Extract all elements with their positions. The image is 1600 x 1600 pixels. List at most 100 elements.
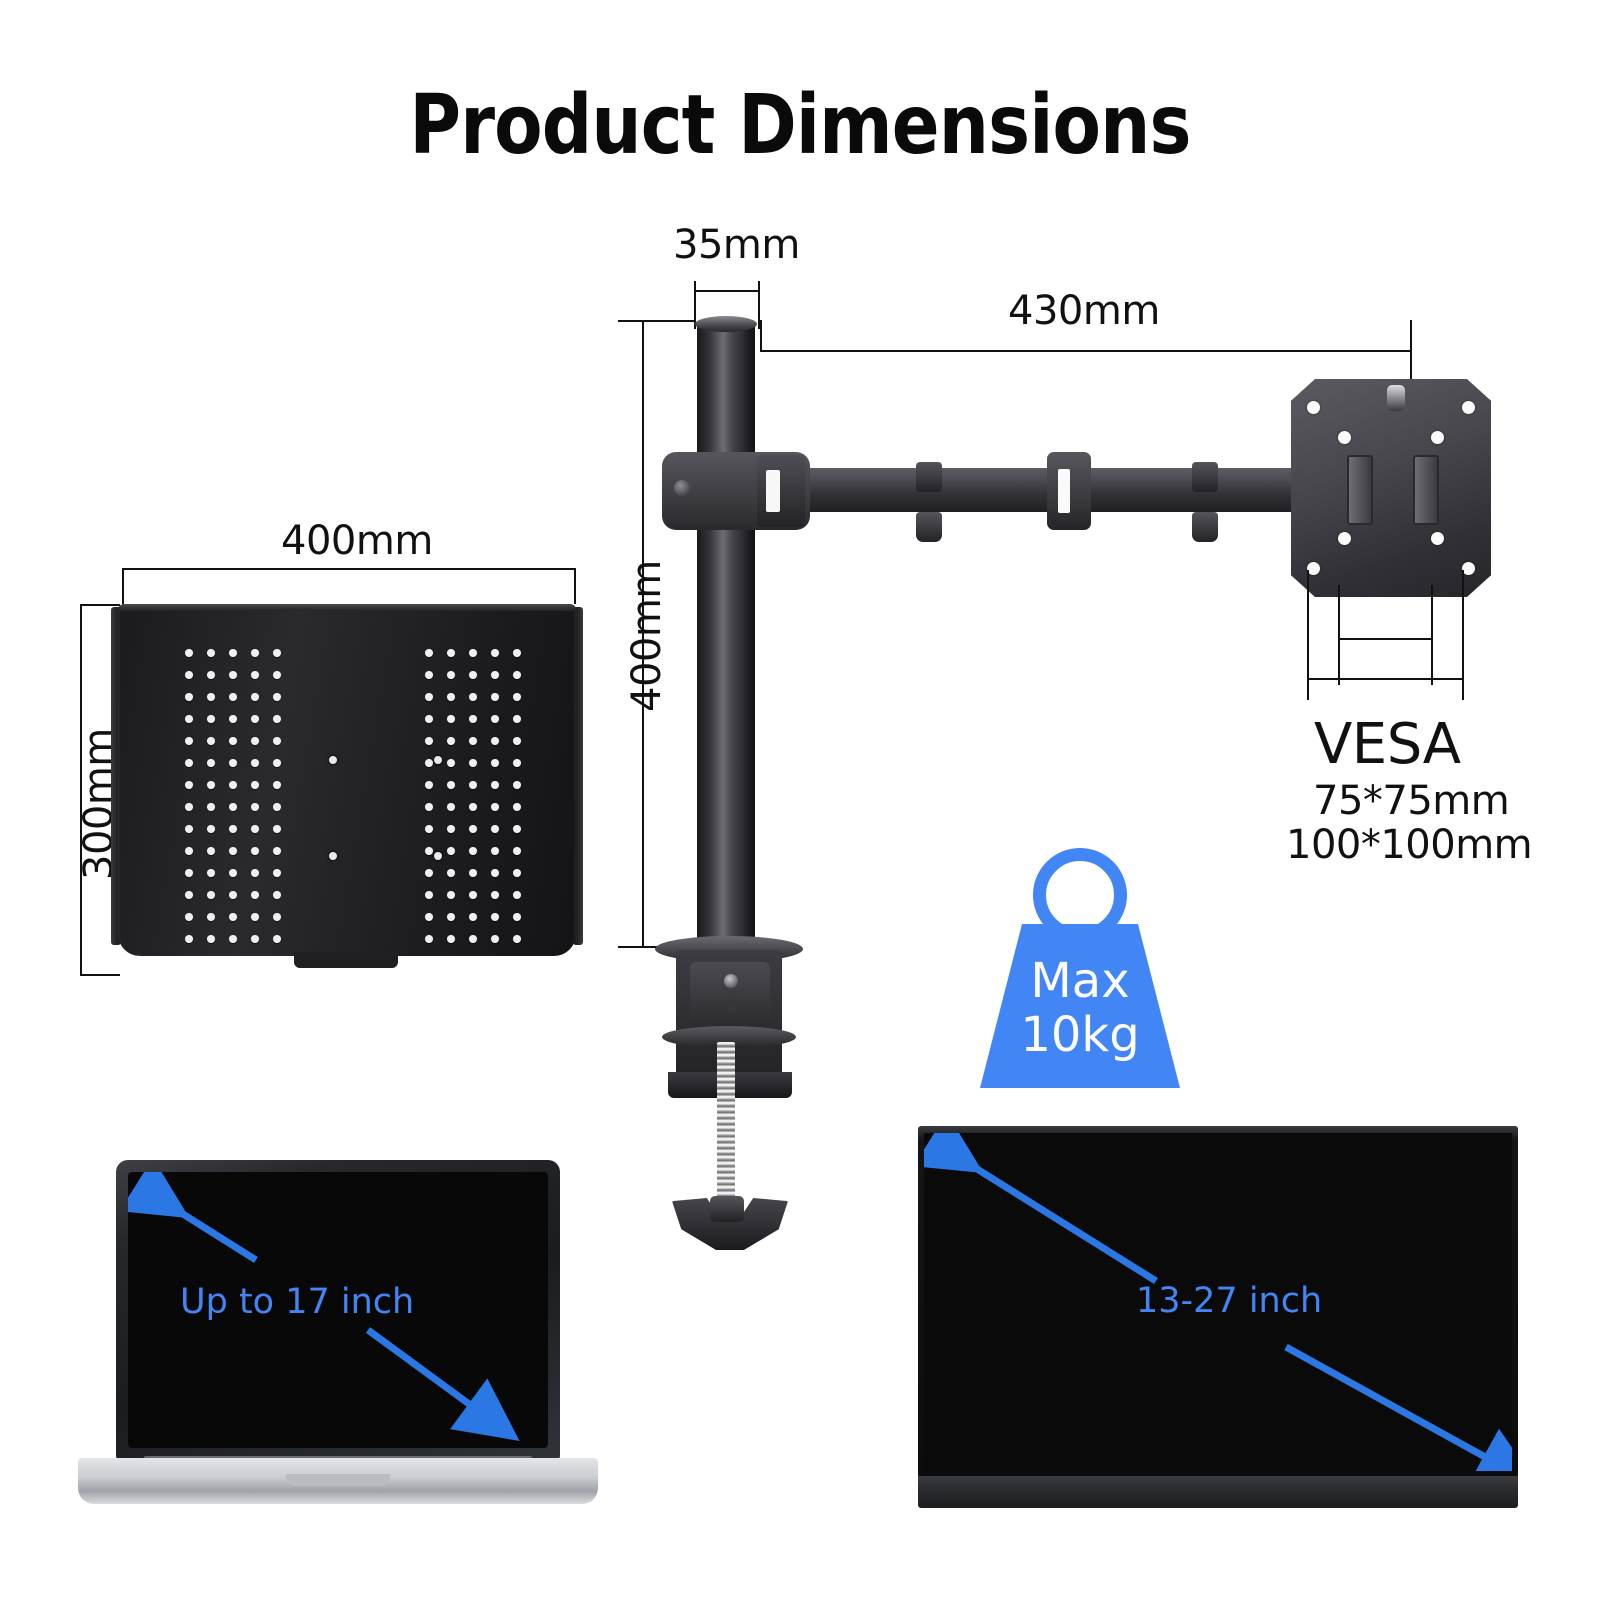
tray-vent-hole xyxy=(425,825,433,833)
tray-vent-hole xyxy=(229,759,237,767)
tray-vent-holes-left xyxy=(178,642,288,950)
tray-vent-hole xyxy=(425,737,433,745)
tray-vent-hole xyxy=(207,803,215,811)
tray-vent-hole xyxy=(207,935,215,943)
tray-vent-hole xyxy=(251,671,259,679)
tray-vent-hole xyxy=(273,803,281,811)
clamp-hole xyxy=(725,999,737,1011)
monitor-icon: 13-27 inch xyxy=(918,1126,1518,1510)
monitor-screen: 13-27 inch xyxy=(924,1133,1512,1471)
tray-vent-hole xyxy=(185,869,193,877)
tray-vent-hole xyxy=(229,803,237,811)
pole-diameter-tick-right xyxy=(758,281,760,329)
vesa-hole-100-br xyxy=(1462,562,1475,575)
vesa-heading: VESA xyxy=(1314,712,1461,777)
tray-vent-hole xyxy=(425,649,433,657)
tray-vent-hole xyxy=(425,847,433,855)
tray-vent-hole xyxy=(425,671,433,679)
tray-screw-hole xyxy=(329,852,337,860)
monitor-foot xyxy=(918,1476,1518,1508)
tray-vent-hole xyxy=(229,869,237,877)
tray-vent-hole xyxy=(469,737,477,745)
cable-clip-bottom xyxy=(916,512,942,542)
tray-vent-hole xyxy=(207,649,215,657)
tray-vent-hole xyxy=(491,825,499,833)
vesa-75-dimension-line xyxy=(1338,638,1431,640)
vesa-leader-75-left xyxy=(1338,585,1340,685)
tray-vent-hole xyxy=(469,825,477,833)
tray-vent-hole xyxy=(513,825,521,833)
tray-vent-hole xyxy=(469,913,477,921)
tray-vent-hole xyxy=(251,649,259,657)
tray-vent-hole xyxy=(229,649,237,657)
tray-vent-hole xyxy=(425,913,433,921)
cable-clip-top xyxy=(916,462,942,492)
tray-vent-hole xyxy=(447,649,455,657)
page-title: Product Dimensions xyxy=(409,78,1191,173)
mount-pole-cap xyxy=(695,316,757,332)
laptop-screen: Up to 17 inch xyxy=(128,1172,548,1448)
tray-vent-hole xyxy=(251,759,259,767)
mount-pole xyxy=(697,322,755,947)
monitor-size-label: 13-27 inch xyxy=(1136,1281,1323,1321)
tray-vent-hole xyxy=(447,803,455,811)
tray-vent-hole xyxy=(491,935,499,943)
tray-vent-hole xyxy=(251,781,259,789)
tray-vent-hole xyxy=(207,913,215,921)
cable-clip-top xyxy=(1192,462,1218,492)
tray-vent-hole xyxy=(447,847,455,855)
weight-capacity-label: Max 10kg xyxy=(980,954,1180,1062)
tray-vent-holes-right xyxy=(418,642,528,950)
tray-vent-hole xyxy=(425,759,433,767)
tray-vent-hole xyxy=(273,781,281,789)
tray-vent-hole xyxy=(447,781,455,789)
arm-reach-dimension-line xyxy=(760,350,1410,352)
mount-bracket-slot xyxy=(766,470,780,512)
tray-vent-hole xyxy=(491,693,499,701)
vesa-plate xyxy=(1291,379,1491,597)
vesa-hole-100-tr xyxy=(1462,401,1475,414)
tray-vent-hole xyxy=(185,913,193,921)
pole-height-tick-top xyxy=(618,320,696,322)
tray-vent-hole xyxy=(513,935,521,943)
tray-vent-hole xyxy=(469,847,477,855)
tray-vent-hole xyxy=(447,737,455,745)
tray-vent-hole xyxy=(513,759,521,767)
weight-label-line2: 10kg xyxy=(1020,1007,1140,1063)
clamp-knob-center xyxy=(710,1196,744,1222)
tray-vent-hole xyxy=(491,715,499,723)
tray-vent-hole xyxy=(229,891,237,899)
vesa-hole-75-bl xyxy=(1338,532,1351,545)
tray-vent-hole xyxy=(447,869,455,877)
mount-bracket-plate xyxy=(757,455,805,527)
tray-vent-hole xyxy=(447,935,455,943)
tray-width-tick-left xyxy=(122,568,124,604)
tray-vent-hole xyxy=(251,847,259,855)
tray-vent-hole xyxy=(273,913,281,921)
tray-vent-hole xyxy=(469,935,477,943)
tray-front-tab xyxy=(294,952,398,968)
vesa-leader-100-right xyxy=(1462,570,1464,700)
tray-vent-hole xyxy=(207,671,215,679)
tray-vent-hole xyxy=(447,825,455,833)
tray-vent-hole xyxy=(229,737,237,745)
tray-vent-hole xyxy=(491,847,499,855)
tray-screw-hole xyxy=(329,756,337,764)
tray-vent-hole xyxy=(185,935,193,943)
tray-vent-hole xyxy=(185,847,193,855)
tray-vent-hole xyxy=(273,715,281,723)
pole-height-label: 400mm xyxy=(624,560,670,712)
vesa-hole-100-tl xyxy=(1307,401,1320,414)
tray-body xyxy=(118,604,576,956)
pole-height-dimension-line xyxy=(642,320,644,946)
tray-left-lip xyxy=(111,607,121,945)
tray-vent-hole xyxy=(469,781,477,789)
tray-vent-hole xyxy=(513,737,521,745)
tray-vent-hole xyxy=(251,913,259,921)
vesa-hole-75-tl xyxy=(1338,431,1351,444)
pole-diameter-tick-left xyxy=(694,281,696,329)
vesa-hole-75-tr xyxy=(1431,431,1444,444)
tray-vent-hole xyxy=(251,869,259,877)
tray-vent-hole xyxy=(447,913,455,921)
tray-vent-hole xyxy=(425,693,433,701)
